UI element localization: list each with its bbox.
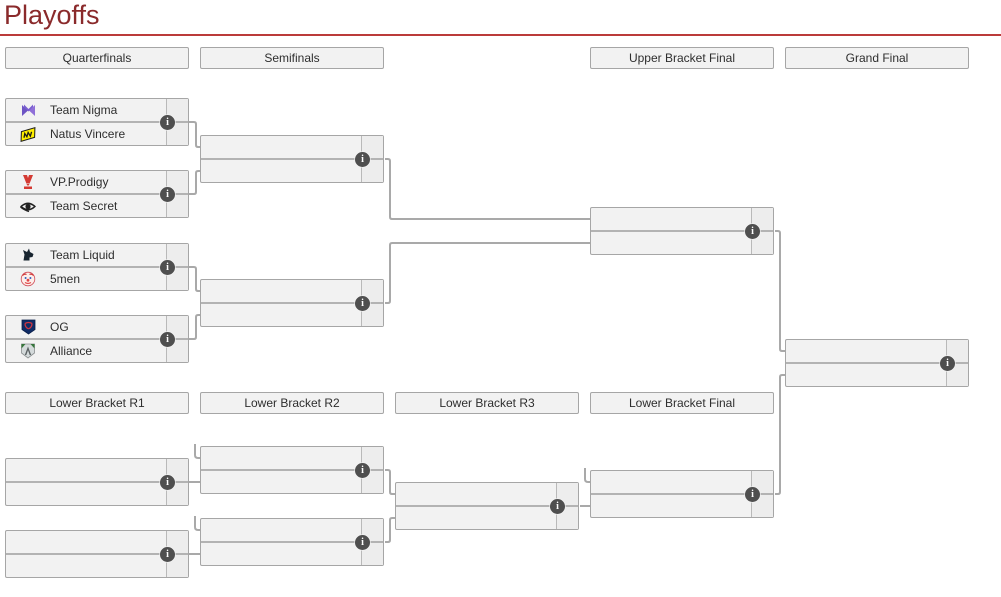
match-info-icon[interactable]: i bbox=[940, 356, 955, 371]
match-info-icon[interactable]: i bbox=[355, 535, 370, 550]
round-header-lower-bracket-final: Lower Bracket Final bbox=[590, 392, 774, 414]
round-header-lower-bracket-r3: Lower Bracket R3 bbox=[395, 392, 579, 414]
round-header-lower-bracket-r1: Lower Bracket R1 bbox=[5, 392, 189, 414]
team-secret-logo bbox=[6, 195, 50, 217]
match-quarterfinal-1: Team Nigma Natus Vincere i bbox=[5, 98, 189, 146]
round-header-semifinals: Semifinals bbox=[200, 47, 384, 69]
natus-vincere-logo bbox=[6, 123, 50, 145]
match-upper-bracket-final: i bbox=[590, 207, 774, 255]
connector-line bbox=[385, 242, 591, 304]
match-info-icon[interactable]: i bbox=[160, 187, 175, 202]
match-semifinal-1: i bbox=[200, 135, 384, 183]
team-name: Team Secret bbox=[50, 199, 118, 213]
title-underline bbox=[0, 34, 1001, 36]
alliance-logo bbox=[6, 340, 50, 362]
team-name: Team Liquid bbox=[50, 248, 115, 262]
match-lower-r2-2: i bbox=[200, 518, 384, 566]
team-name: OG bbox=[50, 320, 69, 334]
team-liquid-logo bbox=[6, 244, 50, 266]
match-info-icon[interactable]: i bbox=[355, 463, 370, 478]
match-info-icon[interactable]: i bbox=[160, 260, 175, 275]
round-header-upper-bracket-final: Upper Bracket Final bbox=[590, 47, 774, 69]
team-name: Team Nigma bbox=[50, 103, 118, 117]
team-name: 5men bbox=[50, 272, 81, 286]
match-lower-r1-1: i bbox=[5, 458, 189, 506]
team-nigma-logo bbox=[6, 99, 50, 121]
team-row[interactable]: Team Nigma bbox=[6, 99, 188, 123]
match-info-icon[interactable]: i bbox=[160, 547, 175, 562]
og-logo bbox=[6, 316, 50, 338]
team-name: Natus Vincere bbox=[50, 127, 126, 141]
match-lower-bracket-final: i bbox=[590, 470, 774, 518]
team-row[interactable]: Team Secret bbox=[6, 195, 188, 217]
page-title: Playoffs bbox=[4, 0, 100, 30]
match-quarterfinal-2: VP.Prodigy Team Secret i bbox=[5, 170, 189, 218]
match-quarterfinal-4: OG Alliance i bbox=[5, 315, 189, 363]
team-row[interactable]: Alliance bbox=[6, 340, 188, 362]
connector-line bbox=[385, 158, 591, 220]
round-header-quarterfinals: Quarterfinals bbox=[5, 47, 189, 69]
round-header-lower-bracket-r2: Lower Bracket R2 bbox=[200, 392, 384, 414]
match-quarterfinal-3: Team Liquid 5men i bbox=[5, 243, 189, 291]
match-lower-r3: i bbox=[395, 482, 579, 530]
match-info-icon[interactable]: i bbox=[355, 296, 370, 311]
team-name: VP.Prodigy bbox=[50, 175, 109, 189]
vp-prodigy-logo bbox=[6, 171, 50, 193]
match-lower-r2-1: i bbox=[200, 446, 384, 494]
match-lower-r1-2: i bbox=[5, 530, 189, 578]
match-info-icon[interactable]: i bbox=[355, 152, 370, 167]
match-grand-final: i bbox=[785, 339, 969, 387]
connector-line bbox=[775, 230, 786, 352]
team-name: Alliance bbox=[50, 344, 93, 358]
5men-logo bbox=[6, 268, 50, 290]
match-info-icon[interactable]: i bbox=[745, 487, 760, 502]
connector-line bbox=[775, 374, 786, 495]
match-info-icon[interactable]: i bbox=[160, 475, 175, 490]
match-info-icon[interactable]: i bbox=[160, 332, 175, 347]
match-semifinal-2: i bbox=[200, 279, 384, 327]
match-info-icon[interactable]: i bbox=[550, 499, 565, 514]
match-info-icon[interactable]: i bbox=[745, 224, 760, 239]
round-header-grand-final: Grand Final bbox=[785, 47, 969, 69]
match-info-icon[interactable]: i bbox=[160, 115, 175, 130]
